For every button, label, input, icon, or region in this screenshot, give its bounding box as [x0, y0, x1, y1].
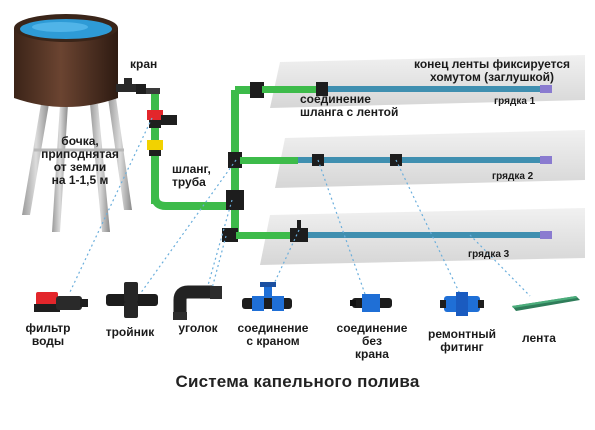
bed-2-label: грядка 2	[492, 171, 534, 182]
drip-tape-3	[290, 220, 552, 242]
barrel-stand	[22, 98, 132, 232]
bed-1-label: грядка 1	[494, 96, 536, 107]
hose-tape-connection-label: соединение шланга с лентой	[300, 92, 399, 119]
bed-3-label: грядка 3	[468, 249, 510, 260]
tape-end-label: конец ленты фиксируется хомутом (заглушк…	[413, 57, 571, 84]
barrel-label: бочка, приподнятая от земли на 1-1,5 м	[41, 134, 119, 187]
drip-tape-1	[316, 82, 552, 96]
repair-fitting-icon	[440, 292, 484, 316]
tee-label: тройник	[105, 325, 155, 339]
diagram-title: Система капельного полива	[175, 372, 420, 391]
elbow-icon	[173, 285, 222, 320]
connector-without-tap-label: соединение без крана	[336, 321, 408, 361]
elbow-label: уголок	[178, 321, 218, 335]
lateral-pipes	[236, 86, 318, 239]
repair-fitting-label: ремонтный фитинг	[428, 327, 496, 354]
tap-icon	[116, 78, 160, 94]
tap-label: кран	[130, 57, 158, 71]
tee-icon	[106, 282, 158, 318]
connector-with-tap-label: соединение с краном	[237, 321, 309, 348]
connector-without-tap-icon	[350, 294, 392, 312]
water-filter-label: фильтр воды	[25, 321, 71, 348]
bed-1	[270, 55, 585, 108]
inline-filter-icon	[147, 110, 177, 156]
barrel	[14, 14, 118, 107]
supply-hose	[151, 94, 232, 210]
hose-pipe-label: шланг, труба	[172, 162, 211, 189]
tape-icon	[512, 296, 580, 311]
water-filter-icon	[34, 292, 88, 312]
connector-with-tap-icon	[242, 282, 292, 311]
tape-label: лента	[522, 331, 556, 345]
